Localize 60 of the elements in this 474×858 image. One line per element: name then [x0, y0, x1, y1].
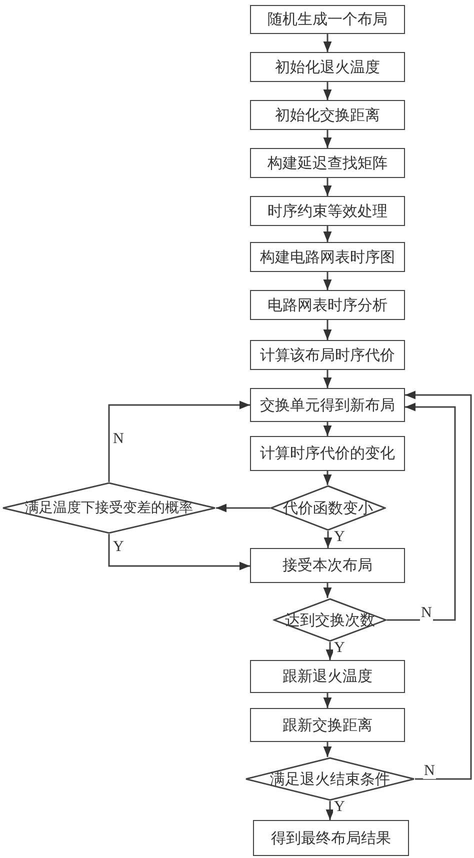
- node-text: 初始化交换距离: [275, 106, 380, 124]
- node-text: 跟新退火温度: [282, 667, 372, 686]
- decision-diamond: [2, 482, 216, 534]
- decision-diamond: [245, 757, 415, 801]
- edge-label: N: [420, 606, 433, 621]
- arrow: [324, 531, 332, 548]
- process-box: [250, 290, 405, 320]
- node-text: 达到交换次数: [285, 611, 375, 630]
- node-text: 接受本次布局: [282, 556, 372, 575]
- arrow: [323, 82, 332, 100]
- process-box: [250, 196, 405, 226]
- decision-diamond: [273, 598, 387, 642]
- process-box: [250, 660, 405, 693]
- process-box: [253, 820, 409, 856]
- arrow: [323, 742, 332, 757]
- process-box: [250, 5, 405, 34]
- process-box: [250, 52, 405, 82]
- process-box: [250, 340, 405, 370]
- arrow: [323, 320, 332, 340]
- node-text: 满足温度下接受变差的概率: [25, 499, 193, 517]
- node-text: 跟新交换距离: [282, 716, 372, 734]
- arrow: [326, 642, 334, 660]
- edge-label: N: [423, 764, 436, 779]
- node-text: 初始化退火温度: [275, 58, 380, 76]
- node-text: 满足退火结束条件: [270, 770, 390, 788]
- process-box: [250, 436, 405, 471]
- arrow: [323, 130, 332, 148]
- arrow: [387, 402, 456, 621]
- process-box: [250, 148, 405, 178]
- node-text: 电路网表时序分析: [268, 296, 388, 314]
- arrow: [323, 370, 332, 388]
- process-box: [250, 388, 405, 422]
- node-text: 构建延迟查找矩阵: [268, 154, 388, 172]
- node-text: 构建电路网表时序图: [260, 248, 395, 266]
- node-text: 时序约束等效处理: [268, 202, 388, 220]
- arrow: [323, 226, 332, 242]
- process-box: [250, 548, 405, 583]
- arrow: [323, 693, 332, 708]
- arrow: [323, 34, 332, 52]
- arrow: [323, 422, 332, 436]
- arrow: [405, 390, 472, 780]
- arrow: [216, 504, 270, 512]
- node-text: 计算该布局时序代价: [260, 346, 395, 364]
- arrow: [323, 272, 332, 290]
- arrow: [326, 801, 334, 820]
- arrow: [323, 178, 332, 196]
- arrow: [323, 583, 332, 598]
- node-text: 代价函数变小: [283, 500, 373, 518]
- edge-label: Y: [333, 800, 346, 815]
- arrow: [108, 534, 250, 570]
- decision-diamond: [270, 485, 386, 531]
- process-box: [250, 242, 405, 272]
- process-box: [250, 708, 405, 742]
- arrow: [323, 471, 332, 485]
- node-text: 得到最终布局结果: [271, 830, 391, 848]
- node-text: 随机生成一个布局: [268, 10, 388, 29]
- process-box: [250, 100, 405, 130]
- arrow: [108, 400, 250, 482]
- node-text: 交换单元得到新布局: [260, 396, 395, 414]
- node-text: 计算时序代价的变化: [260, 444, 395, 463]
